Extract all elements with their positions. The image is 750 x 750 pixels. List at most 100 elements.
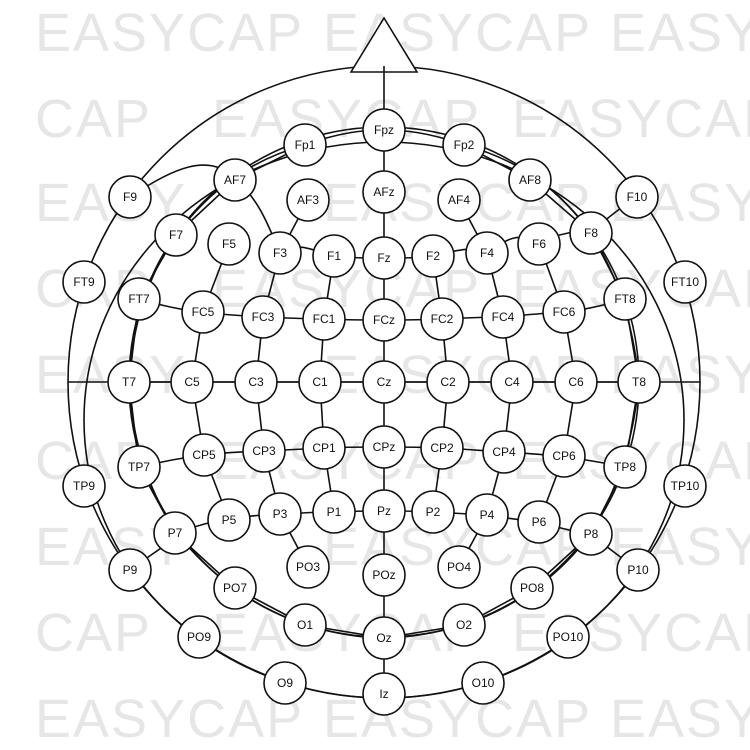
electrode-label: P5 [222,513,237,527]
electrode-label: AF7 [224,173,246,187]
electrode-f7: F7 [154,213,198,257]
electrode-ft7: FT7 [117,277,161,321]
electrode-circle [312,490,356,534]
electrode-label: PO7 [223,581,247,595]
electrode-po9: PO9 [177,615,221,659]
electrode-p4: P4 [465,493,509,537]
electrode-label: F9 [123,190,137,204]
electrode-circle [302,426,346,470]
electrode-label: AF8 [519,173,541,187]
electrode-circle [616,548,660,592]
electrode-circle [362,360,406,404]
electrode-circle [517,500,561,544]
electrode-circle [207,498,251,542]
electrode-circle [617,360,661,404]
electrode-c2: C2 [426,360,470,404]
electrode-ft10: FT10 [663,260,707,304]
electrode-fc5: FC5 [181,290,225,334]
electrode-circle [603,445,647,489]
electrode-po8: PO8 [510,566,554,610]
electrode-circle [107,360,151,404]
electrode-circle [153,511,197,555]
electrode-af3: AF3 [286,178,330,222]
electrode-o2: O2 [442,603,486,647]
electrode-c6: C6 [554,360,598,404]
electrode-label: F7 [169,228,183,242]
electrode-cpz: CPz [362,425,406,469]
electrode-f5: F5 [207,222,251,266]
electrode-label: FC3 [252,310,275,324]
electrode-label: F3 [273,246,287,260]
electrode-label: FC2 [431,312,454,326]
electrode-circle [207,222,251,266]
electrode-p1: P1 [312,490,356,534]
electrode-label: CP2 [430,441,454,455]
electrode-c1: C1 [298,360,342,404]
electrode-circle [663,464,707,508]
electrode-p6: P6 [517,500,561,544]
electrode-circle [546,615,590,659]
electrode-circle [517,222,561,266]
electrode-iz: Iz [362,672,406,716]
electrode-label: FC4 [492,310,515,324]
electrode-circle [411,234,455,278]
electrode-fc6: FC6 [542,290,586,334]
electrode-circle [465,493,509,537]
electrode-circle [263,661,307,705]
electrode-f4: F4 [465,231,509,275]
electrode-circle [312,234,356,278]
electrode-circle [170,360,214,404]
electrode-t7: T7 [107,360,151,404]
electrode-label: Iz [379,687,388,701]
electrode-circle [234,360,278,404]
electrode-circle [442,123,486,167]
electrode-label: PO10 [553,630,584,644]
electrode-circle [213,566,257,610]
electrode-circle [241,295,285,339]
electrode-circle [117,445,161,489]
electrode-fc3: FC3 [241,295,285,339]
electrode-af8: AF8 [508,158,552,202]
electrode-label: Fp2 [454,138,475,152]
electrode-circle [490,360,534,404]
electrode-circle [362,298,406,342]
electrode-fpz: Fpz [362,108,406,152]
electrode-po3: PO3 [286,545,330,589]
electrode-label: Pz [377,504,391,518]
electrode-cp5: CP5 [182,433,226,477]
electrode-circle [510,566,554,610]
electrode-label: CP5 [192,448,216,462]
electrode-circle [62,260,106,304]
electrode-circle [420,297,464,341]
electrode-circle [508,158,552,202]
electrode-label: T7 [122,375,136,389]
electrode-p2: P2 [411,490,455,534]
electrode-p10: P10 [616,548,660,592]
electrode-circle [108,175,152,219]
electrode-circle [411,490,455,534]
electrode-circle [437,545,481,589]
electrode-label: P6 [532,515,547,529]
electrode-label: O2 [456,618,472,632]
electrode-label: P7 [168,526,183,540]
electrode-po10: PO10 [546,615,590,659]
electrode-f1: F1 [312,234,356,278]
electrode-tp10: TP10 [663,464,707,508]
electrode-circle [362,616,406,660]
electrode-circle [542,434,586,478]
electrode-label: C2 [440,375,456,389]
electrode-label: TP9 [73,479,95,493]
electrode-label: FCz [373,313,395,327]
electrode-label: CP4 [492,445,516,459]
electrode-circle [569,512,613,556]
electrode-cp1: CP1 [302,426,346,470]
electrode-circle [154,213,198,257]
electrode-circle [258,231,302,275]
electrode-label: AFz [373,185,394,199]
electrode-label: Fz [377,251,390,265]
electrode-label: TP7 [128,460,150,474]
electrode-cp6: CP6 [542,434,586,478]
electrode-circle [362,489,406,533]
electrode-label: PO3 [296,560,320,574]
